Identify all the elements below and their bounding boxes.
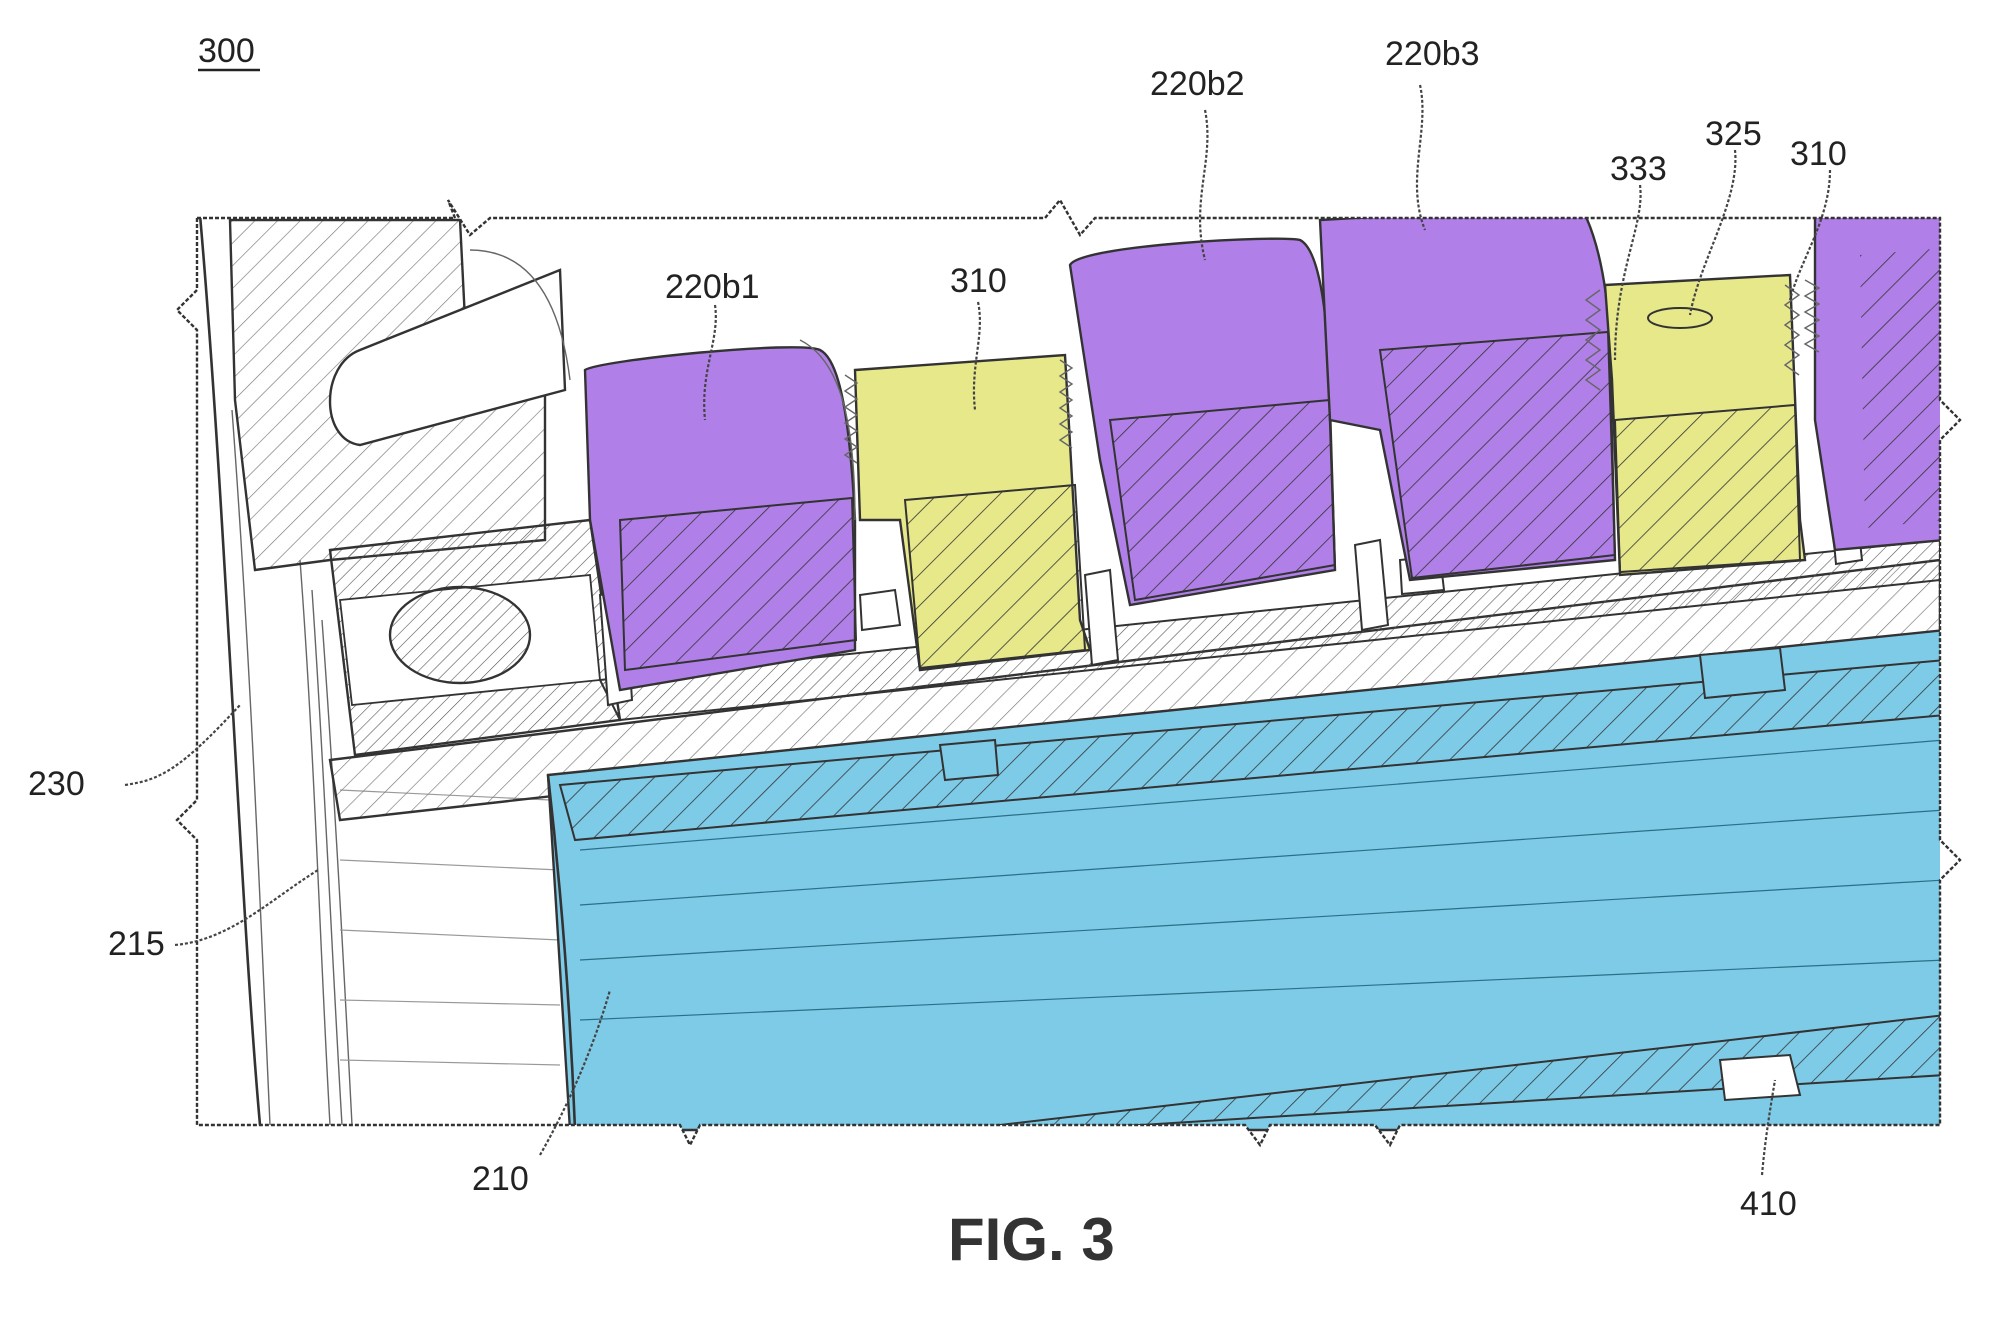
leader-lines	[124, 84, 1832, 1176]
pin-protrusion	[328, 268, 567, 447]
label-215: 215	[108, 925, 165, 963]
ref-300: 300	[198, 32, 255, 70]
label-220b3: 220b3	[1385, 35, 1480, 73]
label-210: 210	[472, 1160, 529, 1198]
cutaway-view	[197, 203, 1940, 1132]
label-310-left: 310	[950, 262, 1007, 300]
rail-teeth	[598, 538, 1940, 722]
label-333: 333	[1610, 150, 1667, 188]
label-220b2: 220b2	[1150, 65, 1245, 103]
label-230: 230	[28, 765, 85, 803]
figure-caption: FIG. 3	[948, 1206, 1115, 1273]
label-220b1: 220b1	[665, 268, 760, 306]
shaft-upper-band	[558, 658, 1940, 842]
label-310-right: 310	[1790, 135, 1847, 173]
label-325: 325	[1705, 115, 1762, 153]
ball-element	[388, 585, 532, 685]
housing-230	[198, 214, 262, 1126]
hole-325	[1647, 307, 1713, 329]
label-410: 410	[1740, 1185, 1797, 1223]
